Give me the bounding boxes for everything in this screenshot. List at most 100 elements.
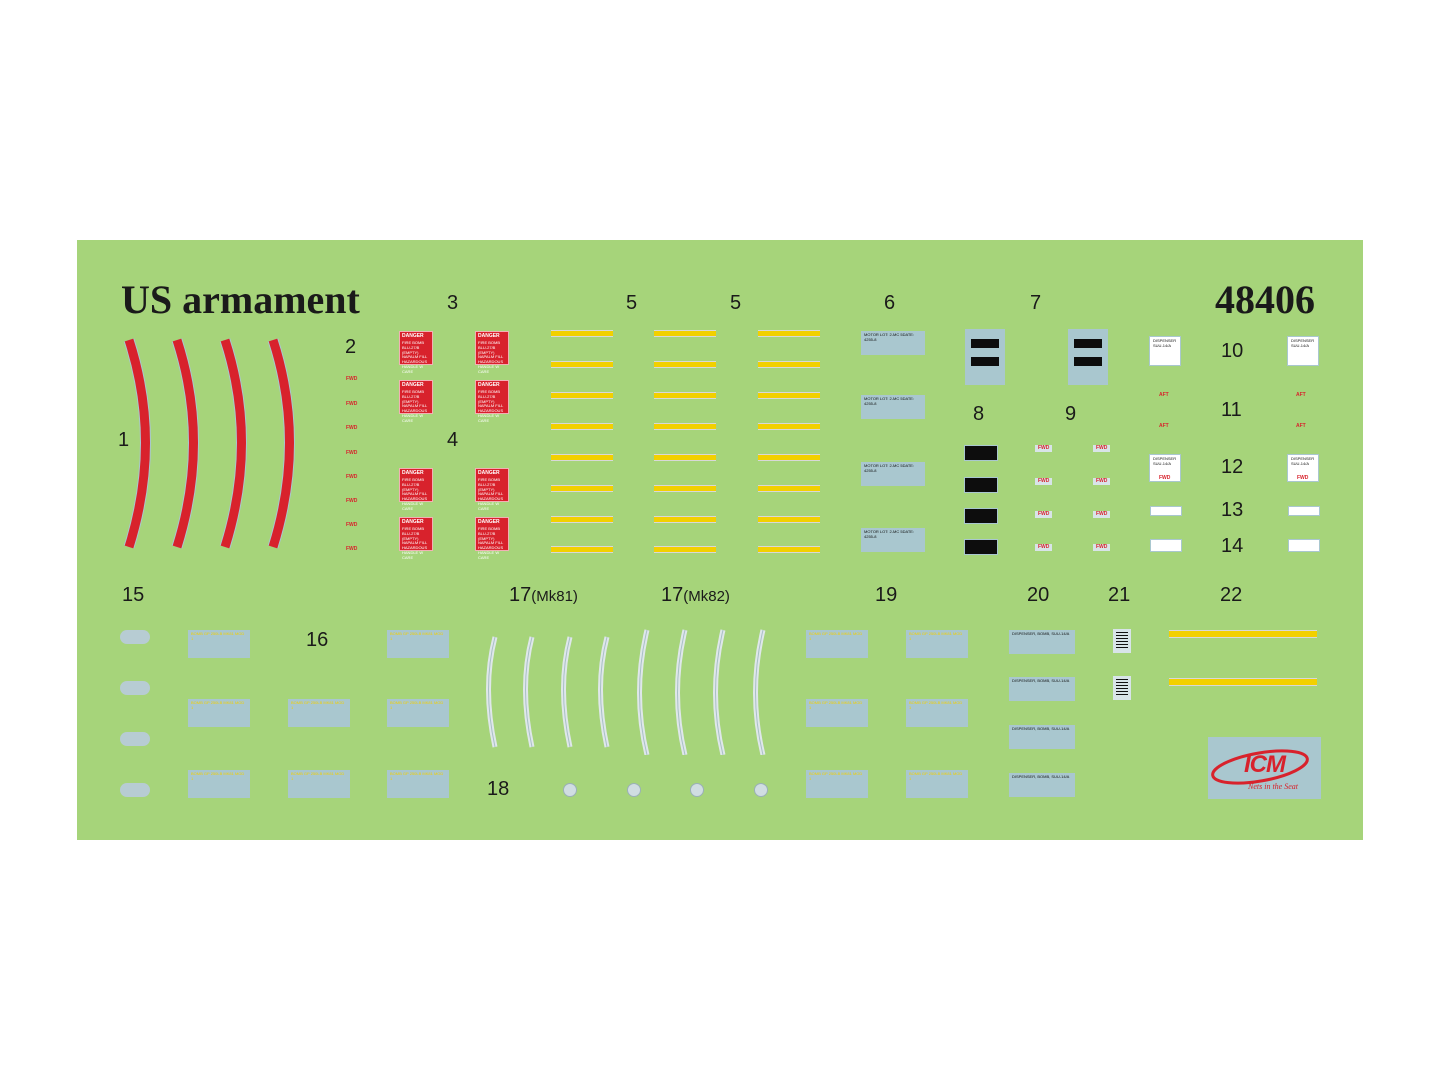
card-12b-text: DISPENSER SUU-14/A — [1291, 456, 1315, 466]
fuze-dot-18b — [627, 783, 641, 797]
yellow-stripe — [654, 516, 716, 523]
dot-pair-15b — [120, 681, 150, 695]
yellow-stripe — [551, 485, 613, 492]
yellow-stripe — [654, 423, 716, 430]
black-bar — [971, 339, 999, 348]
yellow-stripe — [654, 330, 716, 337]
yellow-stripe — [654, 546, 716, 553]
black-rect-8a — [964, 445, 998, 461]
danger-body: FIRE BOMB BLU-27/B (EMPTY) NAPALM FILL H… — [402, 389, 428, 423]
fwd-decal-9f: FWD — [1093, 511, 1111, 518]
danger-head: DANGER — [478, 333, 500, 339]
danger-head: DANGER — [478, 382, 500, 388]
grey-arc-5-outline — [639, 629, 648, 755]
icm-logo: ICM Nets in the Seat — [1208, 737, 1321, 799]
item-number-1: 1 — [118, 429, 130, 451]
item-number-17b-sub: (Mk82) — [683, 588, 730, 605]
motor-data-plate: MOTOR LOT: 2-MC 5DATE: 4255-8 — [861, 395, 925, 419]
bomb-stencil: BOMB GP 250LB MK81 MOD 1 — [188, 770, 250, 798]
item-number-17-mk82: 17(Mk82) — [661, 585, 730, 605]
fwd-decal-9c: FWD — [1035, 478, 1053, 485]
yellow-stripe — [758, 423, 820, 430]
motor-data-plate: MOTOR LOT: 2-MC 5DATE: 4255-8 — [861, 528, 925, 552]
item-number-17-mk81: 17(Mk81) — [509, 585, 578, 605]
dot-pair-15d — [120, 783, 150, 797]
suu-data-plate: DISPENSER, BOMB, SUU-14/A — [1009, 773, 1075, 797]
danger-head: DANGER — [478, 470, 500, 476]
bomb-stencil: BOMB GP 250LB MK81 MOD 1 — [288, 699, 350, 727]
red-arc-3 — [220, 338, 246, 549]
small-label-13b — [1288, 506, 1320, 516]
danger-body: FIRE BOMB BLU-27/B (EMPTY) NAPALM FILL H… — [478, 526, 504, 560]
bomb-stencil: BOMB GP 250LB MK81 MOD 1 — [288, 770, 350, 798]
item-number-17a-main: 17 — [509, 584, 532, 606]
item-number-13: 13 — [1221, 499, 1244, 521]
yellow-stripe — [551, 546, 613, 553]
item-number-2: 2 — [345, 336, 357, 358]
dispenser-card-12a: DISPENSER SUU-14/A — [1149, 454, 1181, 482]
danger-body: FIRE BOMB BLU-27/B (EMPTY) NAPALM FILL H… — [478, 477, 504, 511]
yellow-stripe — [758, 361, 820, 368]
item-number-19: 19 — [875, 584, 898, 606]
aft-decal-11b: AFT — [1159, 423, 1169, 429]
yellow-stripe — [758, 454, 820, 461]
bomb-stencil-19: BOMB GP 250LB MK81 MOD 1 — [806, 770, 868, 798]
grey-arc-6-outline — [677, 629, 686, 755]
item-number-21: 21 — [1108, 584, 1131, 606]
yellow-stripe — [758, 516, 820, 523]
small-label-14a — [1150, 539, 1182, 552]
black-bar-panel-7a — [965, 329, 1005, 385]
item-number-11: 11 — [1221, 399, 1242, 421]
aft-decal-11a: AFT — [1159, 392, 1169, 398]
item-number-10: 10 — [1221, 340, 1244, 362]
item-number-3: 3 — [447, 292, 459, 314]
fuze-dot-18c — [690, 783, 704, 797]
fwd-decal-2c: FWD — [346, 425, 358, 431]
small-label-13a — [1150, 506, 1182, 516]
black-bar — [1074, 357, 1102, 366]
fwd-decal-9h: FWD — [1093, 544, 1111, 551]
sheet-title: US armament — [121, 277, 360, 322]
bomb-stencil-19: BOMB GP 250LB MK81 MOD 1 — [806, 699, 868, 727]
bomb-stencil-19: BOMB GP 250LB MK81 MOD 1 — [906, 630, 968, 658]
product-code: 48406 — [1215, 277, 1315, 322]
yellow-stripe — [758, 392, 820, 399]
fwd-decal-2b: FWD — [346, 401, 358, 407]
dot-pair-15a — [120, 630, 150, 644]
danger-head: DANGER — [478, 519, 500, 525]
black-rect-8c — [964, 508, 998, 524]
danger-body: FIRE BOMB BLU-27/B (EMPTY) NAPALM FILL H… — [478, 340, 504, 374]
item-number-4: 4 — [447, 429, 459, 451]
fwd-decal-9e: FWD — [1035, 511, 1053, 518]
danger-head: DANGER — [402, 382, 424, 388]
item-number-5b: 5 — [730, 292, 742, 314]
bomb-stencil-19: BOMB GP 250LB MK81 MOD 1 — [906, 699, 968, 727]
danger-body: FIRE BOMB BLU-27/B (EMPTY) NAPALM FILL H… — [402, 340, 428, 374]
danger-head: DANGER — [402, 519, 424, 525]
fuze-dot-18a — [563, 783, 577, 797]
suu-data-plate: DISPENSER, BOMB, SUU-14/A — [1009, 630, 1075, 654]
yellow-stripe — [551, 454, 613, 461]
grey-arc-7-outline — [715, 629, 724, 755]
motor-data-plate: MOTOR LOT: 2-MC 5DATE: 4255-8 — [861, 331, 925, 355]
item-number-20: 20 — [1027, 584, 1050, 606]
fwd-decal-12b: FWD — [1297, 475, 1309, 481]
fwd-decal-9b: FWD — [1093, 445, 1111, 452]
dispenser-card-10a: DISPENSER SUU-14/A — [1149, 336, 1181, 366]
item-number-17a-sub: (Mk81) — [531, 588, 578, 605]
text-lines — [1116, 679, 1128, 697]
fwd-decal-9a: FWD — [1035, 445, 1053, 452]
fwd-decal-2g: FWD — [346, 522, 358, 528]
black-rect-8b — [964, 477, 998, 493]
danger-body: FIRE BOMB BLU-27/B (EMPTY) NAPALM FILL H… — [478, 389, 504, 423]
bomb-stencil: BOMB GP 250LB MK81 MOD 1 — [387, 770, 449, 798]
yellow-stripe — [758, 330, 820, 337]
grey-arc-2-outline — [525, 636, 533, 748]
danger-head: DANGER — [402, 333, 424, 339]
fwd-decal-2d: FWD — [346, 450, 358, 456]
